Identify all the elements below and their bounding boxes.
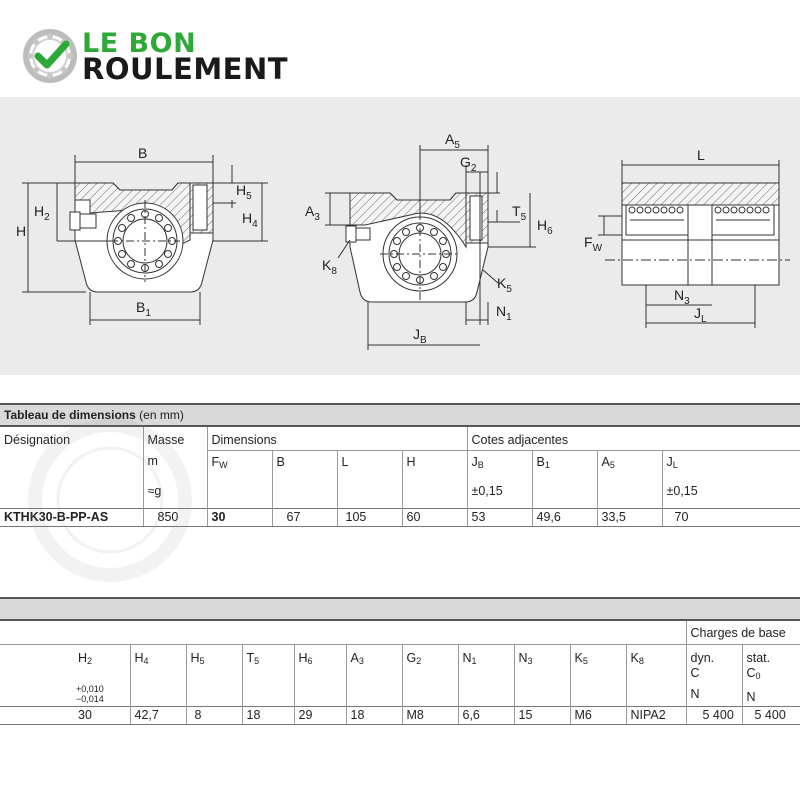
header-A5: A5 (596, 450, 662, 484)
cell-N3: 15 (513, 705, 570, 725)
tol-JL: ±0,15 (661, 484, 800, 508)
cell-FW: 30 (206, 507, 272, 527)
label-B: B (138, 145, 147, 161)
cell-JB: 53 (466, 507, 532, 527)
label-A5: A5 (445, 131, 460, 151)
cell-A3: 18 (345, 705, 402, 725)
header-A3: A3 (345, 644, 402, 706)
label-H5: H5 (236, 182, 252, 202)
cell-K8: NIPA2 (625, 705, 686, 725)
label-JL: JL (694, 305, 707, 325)
cell-H5: 8 (185, 705, 242, 725)
technical-drawing: B H H2 H5 H4 B1 A5 G2 A3 T5 H6 K8 K5 N1 … (0, 97, 800, 375)
label-G2: G2 (460, 154, 477, 174)
cell-H2: 30 (0, 705, 130, 725)
header-FW: FW (206, 450, 272, 484)
cell-B: 67 (271, 507, 337, 527)
label-N1: N1 (496, 303, 512, 323)
cell-masse: 850 (142, 507, 207, 527)
charges-table: Charges de base H2 +0,010−0,014 H4 H5 T5… (0, 597, 800, 725)
cell-N1: 6,6 (457, 705, 514, 725)
header-K5: K5 (569, 644, 626, 706)
balls-middle (390, 224, 450, 284)
tol-H2: +0,010−0,014 (76, 683, 104, 704)
label-N3: N3 (674, 287, 690, 307)
label-JB: JB (413, 326, 427, 346)
header-H: H (401, 450, 467, 484)
balls-right (628, 206, 770, 214)
header-masse: Masse (142, 426, 207, 450)
label-FW: FW (584, 234, 603, 254)
header-H5: H5 (185, 644, 242, 706)
header-L: L (336, 450, 402, 484)
cell-designation: KTHK30-B-PP-AS (0, 507, 143, 527)
header-charges: Charges de base (685, 620, 800, 645)
cell-H6: 29 (293, 705, 346, 725)
header-dyn: dyn.C N (685, 644, 742, 706)
header-G2: G2 (401, 644, 458, 706)
header-JL: JL (661, 450, 800, 484)
balls-left (114, 210, 176, 272)
table2-bar (0, 597, 800, 621)
tol-JB: ±0,15 (466, 484, 532, 508)
header-stat: stat.C0 N (741, 644, 800, 706)
table1-title: Tableau de dimensions (4, 408, 136, 422)
label-H: H (16, 223, 26, 239)
header-masse-unit: ≈g (142, 484, 207, 508)
cell-K5: M6 (569, 705, 626, 725)
label-L: L (697, 147, 705, 163)
cell-dyn: 5 400 (685, 705, 742, 725)
cell-L: 105 (336, 507, 402, 527)
cell-A5: 33,5 (596, 507, 662, 527)
cell-G2: M8 (401, 705, 458, 725)
header-cotes: Cotes adjacentes (466, 426, 800, 451)
label-H2: H2 (34, 203, 50, 223)
header-H4: H4 (129, 644, 186, 706)
header-N3: N3 (513, 644, 570, 706)
header-designation: Désignation (4, 433, 71, 447)
label-B1: B1 (136, 299, 151, 319)
label-T5: T5 (512, 203, 527, 223)
label-A3: A3 (305, 203, 320, 223)
cell-H: 60 (401, 507, 467, 527)
logo-line2: ROULEMENT (82, 52, 289, 86)
header-masse-m: m (142, 450, 207, 484)
label-K5: K5 (497, 275, 512, 295)
label-K8: K8 (322, 257, 337, 277)
label-H4: H4 (242, 210, 258, 230)
cell-T5: 18 (241, 705, 294, 725)
header-T5: T5 (241, 644, 294, 706)
table1-title-unit: (en mm) (139, 408, 184, 422)
header-N1: N1 (457, 644, 514, 706)
cell-H4: 42,7 (129, 705, 186, 725)
table-row: 30 42,7 8 18 29 18 M8 6,6 15 M6 NIPA2 5 … (0, 705, 800, 725)
header-H2: H2 +0,010−0,014 (0, 644, 130, 706)
cell-JL: 70 (661, 507, 800, 527)
label-H6: H6 (537, 217, 553, 237)
table-row: KTHK30-B-PP-AS 850 30 67 105 60 53 49,6 … (0, 507, 800, 527)
cell-B1: 49,6 (531, 507, 597, 527)
header-H6: H6 (293, 644, 346, 706)
header-B: B (271, 450, 337, 484)
table1-title-bar: Tableau de dimensions (en mm) (0, 403, 800, 427)
logo-line1: LE BON (82, 28, 197, 59)
bearing-check-icon (23, 29, 77, 83)
cell-stat: 5 400 (741, 705, 800, 725)
header-K8: K8 (625, 644, 686, 706)
dimensions-table: Tableau de dimensions (en mm) Désignatio… (0, 403, 800, 527)
header-JB: JB (466, 450, 532, 484)
header-dimensions: Dimensions (206, 426, 467, 451)
header-B1: B1 (531, 450, 597, 484)
